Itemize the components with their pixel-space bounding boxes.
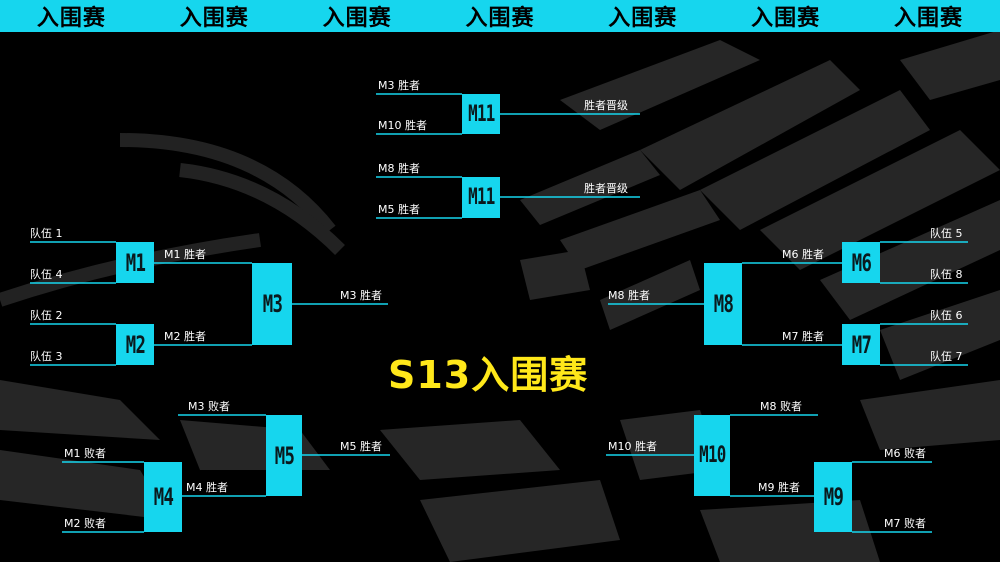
- match-box-m1: M1: [116, 242, 154, 283]
- advance-label: M5 胜者: [378, 203, 420, 216]
- match-box-m5: M5: [266, 415, 302, 496]
- banner-label: 入围赛: [322, 6, 392, 31]
- advance-label: M6 败者: [884, 447, 926, 460]
- banner-label: 入围赛: [893, 6, 963, 31]
- advance-label: M8 胜者: [608, 289, 650, 302]
- advance-label: M7 胜者: [782, 330, 824, 343]
- qualify-label: 胜者晋级: [584, 99, 628, 112]
- advance-label: M3 胜者: [340, 289, 382, 302]
- advance-label: M8 败者: [760, 400, 802, 413]
- advance-label: M2 胜者: [164, 330, 206, 343]
- banner-label: 入围赛: [179, 6, 249, 31]
- advance-label: M3 败者: [188, 400, 230, 413]
- match-box-m9: M9: [814, 462, 852, 532]
- match-box-m8: M8: [704, 263, 742, 345]
- advance-label: M2 败者: [64, 517, 106, 530]
- match-box-m11-b: M11: [462, 177, 500, 218]
- banner-label: 入围赛: [36, 6, 106, 31]
- banner-label: 入围赛: [608, 6, 678, 31]
- match-box-m11-a: M11: [462, 94, 500, 134]
- banner-label: 入围赛: [465, 6, 535, 31]
- advance-label: M10 胜者: [378, 119, 427, 132]
- header-banner: 入围赛 入围赛 入围赛 入围赛 入围赛 入围赛 入围赛: [0, 0, 1000, 32]
- match-box-m6: M6: [842, 242, 880, 283]
- advance-label: M5 胜者: [340, 440, 382, 453]
- team-label: 队伍 4: [30, 268, 63, 281]
- match-box-m4: M4: [144, 462, 182, 532]
- team-label: 队伍 2: [30, 309, 63, 322]
- banner-label: 入围赛: [751, 6, 821, 31]
- team-label: 队伍 1: [30, 227, 63, 240]
- match-box-m7: M7: [842, 324, 880, 365]
- team-label: 队伍 8: [930, 268, 963, 281]
- match-box-m2: M2: [116, 324, 154, 365]
- advance-label: M4 胜者: [186, 481, 228, 494]
- advance-label: M7 败者: [884, 517, 926, 530]
- page-title: S13入围赛: [388, 353, 589, 397]
- advance-label: M10 胜者: [608, 440, 657, 453]
- advance-label: M9 胜者: [758, 481, 800, 494]
- team-label: 队伍 3: [30, 350, 63, 363]
- qualify-label: 胜者晋级: [584, 182, 628, 195]
- advance-label: M1 胜者: [164, 248, 206, 261]
- match-box-m3: M3: [252, 263, 292, 345]
- team-label: 队伍 7: [930, 350, 963, 363]
- team-label: 队伍 5: [930, 227, 963, 240]
- advance-label: M6 胜者: [782, 248, 824, 261]
- advance-label: M8 胜者: [378, 162, 420, 175]
- advance-label: M1 败者: [64, 447, 106, 460]
- team-label: 队伍 6: [930, 309, 963, 322]
- match-box-m10: M10: [694, 415, 730, 496]
- advance-label: M3 胜者: [378, 79, 420, 92]
